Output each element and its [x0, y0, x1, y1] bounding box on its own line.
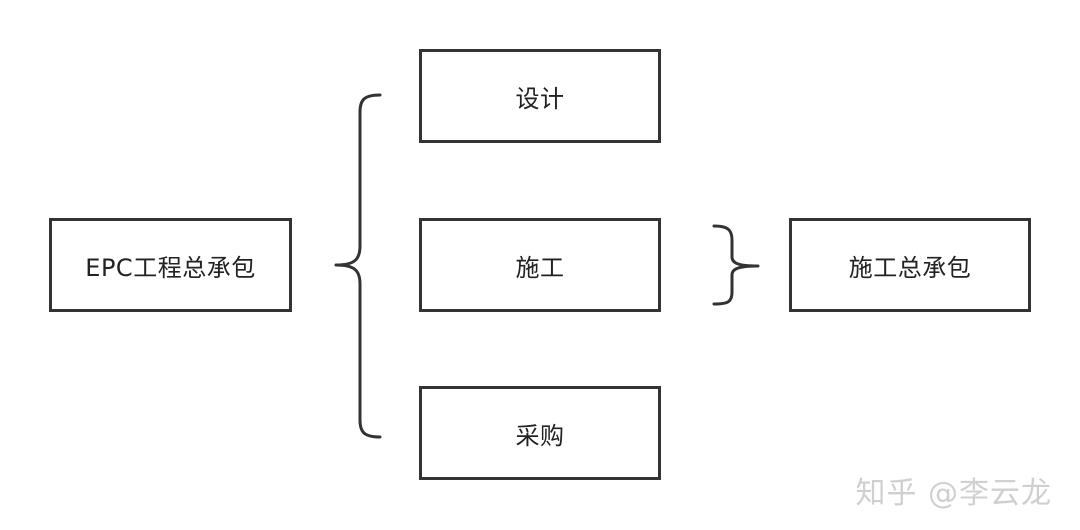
node-epc-general-contracting: EPC工程总承包: [49, 218, 292, 312]
node-procurement: 采购: [419, 386, 661, 480]
node-label: 施工: [515, 253, 565, 282]
group-brace-large: [334, 93, 382, 439]
watermark: 知乎 @李云龙: [855, 476, 1052, 511]
node-construction-general-contract: 施工总承包: [789, 218, 1031, 312]
node-design: 设计: [419, 49, 661, 143]
group-brace-small: [712, 224, 760, 306]
node-label: 设计: [515, 84, 565, 113]
node-label: EPC工程总承包: [85, 253, 256, 282]
node-label: 采购: [515, 421, 565, 450]
node-label: 施工总承包: [848, 253, 972, 282]
node-construction: 施工: [419, 218, 661, 312]
